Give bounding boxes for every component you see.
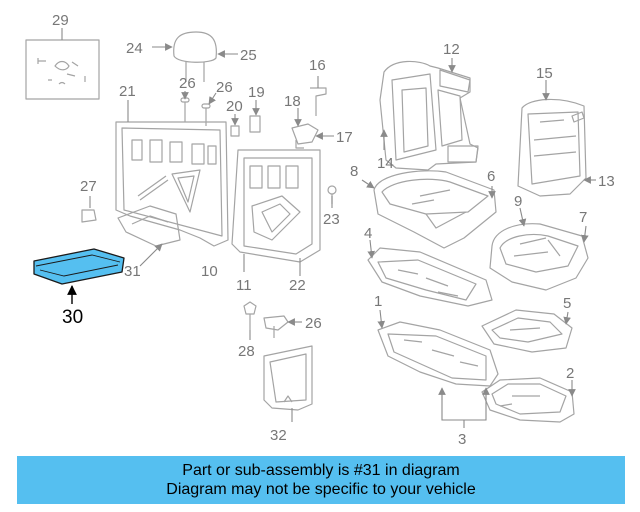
callout-20: 20 [226, 98, 243, 115]
callout-11: 11 [236, 277, 252, 294]
callout-19: 19 [248, 84, 265, 101]
banner-line-disclaimer: Diagram may not be specific to your vehi… [166, 481, 476, 498]
banner-line-part: Part or sub-assembly is #31 in diagram [182, 462, 460, 479]
callout-27: 26 [305, 315, 322, 332]
callout-10: 10 [201, 263, 218, 280]
part-19-20-clips [230, 100, 261, 137]
parts-diagram: 29 24 25 26 26 16 19 18 20 21 17 12 15 1… [25, 12, 615, 448]
callout-12: 12 [443, 41, 460, 58]
part-5-seat-base [481, 309, 573, 353]
callout-24: 24 [126, 40, 143, 57]
part-9-7-seat-cushion [489, 207, 589, 291]
part-28-clip [81, 196, 97, 223]
part-15-13-seatback [517, 80, 596, 197]
part-23-grommet [327, 185, 337, 208]
part-3-leader [438, 387, 490, 428]
callout-33: 32 [270, 427, 287, 444]
callout-30: 29 [52, 12, 69, 29]
callout-6: 6 [487, 168, 495, 185]
part-21-seatback-frame [115, 100, 229, 247]
callout-32: 31 [124, 263, 141, 280]
part-12-14-seatback-cover [379, 58, 479, 171]
callout-23: 23 [323, 211, 340, 228]
part-2-seat-base [481, 377, 576, 423]
part-32-bracket [117, 205, 181, 267]
callout-28: 27 [80, 178, 97, 195]
part-30-hardware-kit [25, 28, 100, 100]
callout-5: 5 [563, 295, 571, 312]
part-16-17-18-latch [291, 76, 334, 149]
part-6-8-seat-cushion [361, 170, 497, 249]
callout-31-highlighted: 30 [62, 307, 83, 328]
part-11-seatback-frame [231, 149, 321, 276]
callout-9: 9 [514, 193, 522, 210]
callout-3: 3 [458, 431, 466, 448]
callout-22: 22 [289, 277, 306, 294]
info-banner: Part or sub-assembly is #31 in diagram D… [17, 456, 625, 504]
callout-labels: 29 24 25 26 26 16 19 18 20 21 17 12 15 1… [52, 12, 615, 448]
callout-14: 14 [377, 155, 394, 172]
callout-21: 21 [119, 83, 136, 100]
callout-29: 28 [238, 343, 255, 360]
callout-15: 15 [536, 65, 553, 82]
callout-25: 25 [240, 47, 257, 64]
part-27-29-hardware [243, 301, 302, 340]
callout-13: 13 [598, 173, 615, 190]
part-headrest [152, 31, 238, 126]
callout-17: 17 [336, 129, 353, 146]
part-4-seat-frame [367, 239, 493, 307]
part-33-panel [263, 345, 313, 422]
callout-16: 16 [309, 57, 326, 74]
part-1-seat-base [377, 309, 499, 387]
callout-2: 2 [566, 365, 574, 382]
callout-1: 1 [374, 293, 382, 310]
callout-8: 8 [350, 163, 358, 180]
part-31-highlighted [33, 248, 125, 304]
callout-7: 7 [579, 209, 587, 226]
callout-18: 18 [284, 93, 301, 110]
callout-26-right: 26 [216, 79, 233, 96]
callout-4: 4 [364, 225, 372, 242]
callout-26-left: 26 [179, 75, 196, 92]
